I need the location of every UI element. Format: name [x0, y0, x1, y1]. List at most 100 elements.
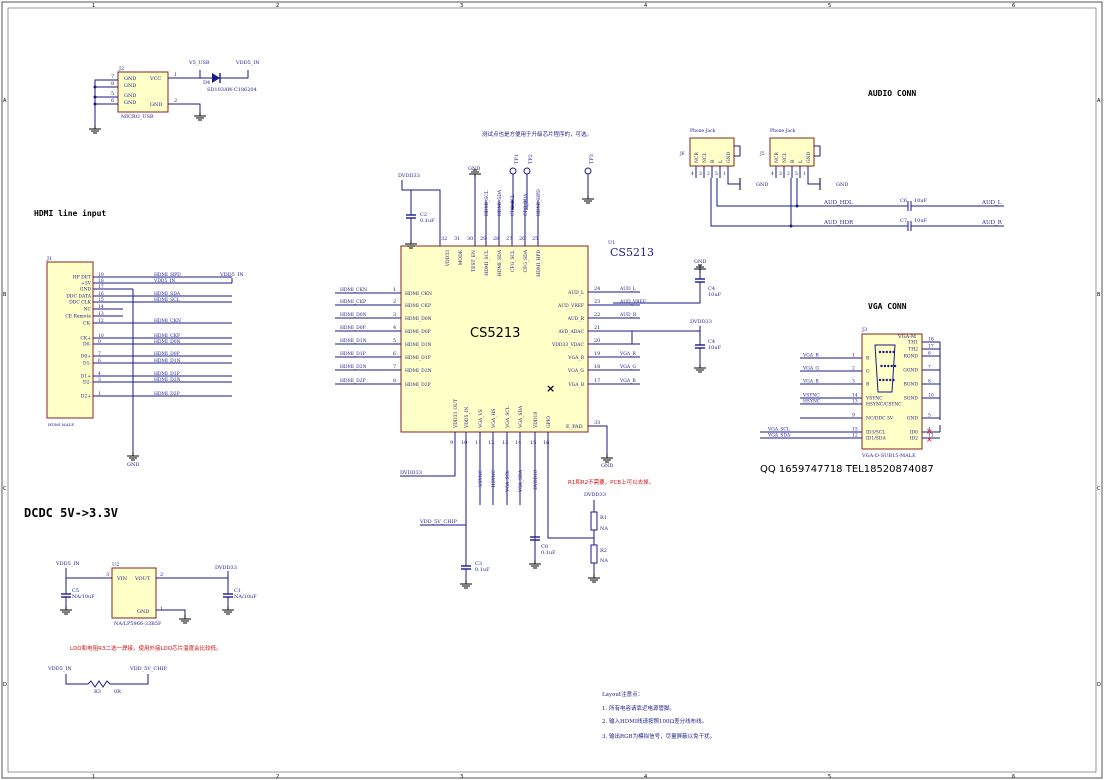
- net-vdd5-in-usb: VDD5_IN: [235, 60, 260, 66]
- u1-pin-name-12: VGA_HS: [491, 409, 497, 429]
- vga-pin-num-12: 12: [852, 433, 858, 439]
- r3-val: 0R: [114, 689, 121, 695]
- c6-ref: C6: [900, 198, 907, 204]
- vga-pin-dot: [889, 350, 892, 354]
- vga-pin-name-15: ID3/SCL: [866, 430, 885, 436]
- c1-ref: C1: [234, 588, 241, 594]
- hdmi-pin-num-15: 15: [98, 297, 104, 303]
- hdmi-pin-name-15: DDC CLK: [69, 300, 92, 306]
- hdmi-gnd-label: GND: [127, 462, 139, 468]
- jack-j6-plug-icon: [734, 145, 741, 157]
- vga-rpin-name-10: SGND: [904, 396, 919, 402]
- u1-pin-num-27: 27: [506, 236, 512, 242]
- u1-net-hdmi_d2n: HDMI_D2N: [340, 364, 367, 370]
- u2-pin-vin: VIN: [116, 576, 128, 582]
- u1-pin-num-23: 23: [594, 299, 600, 305]
- layout-note-1: 1. 所有电容请靠近电源管脚。: [602, 704, 675, 712]
- vga-pin-dot: [878, 350, 882, 354]
- hdmi-pin-num-17: 17: [98, 284, 104, 290]
- u1-center-label: CS5213: [470, 326, 520, 341]
- j5-gnd-net: GND: [836, 182, 848, 188]
- hdmi-vdd5-net: VDD5_IN: [219, 272, 244, 278]
- u1-pin-name-1: HDMI_CKN: [405, 291, 432, 297]
- hdmi-connector-body: [46, 261, 94, 419]
- frame-col-5: 5: [828, 3, 831, 9]
- frame-row-C: C: [3, 486, 7, 492]
- vga-rpin-num-7: 7: [928, 365, 931, 371]
- u1-pin-name-11: VGA_VS: [478, 409, 484, 429]
- vga-rpin-name-5: GND: [907, 416, 919, 422]
- u1-pin-num-9: 9: [450, 440, 453, 446]
- frame-row-right-C: C: [1097, 486, 1101, 492]
- vga-pin-name-14: VSYNC: [865, 396, 883, 402]
- r1-val: NA: [600, 526, 608, 532]
- vga-pin-name-13: HSYNC/CSYNC: [866, 402, 902, 408]
- hdmi-pin-name-1: D2+: [81, 394, 91, 400]
- diode-symbol: [212, 73, 220, 83]
- u1-pin-num-19: 19: [594, 351, 600, 357]
- frame-row-B: B: [3, 292, 7, 298]
- u1-bottom-net-vga_scl: VGA_SCL: [505, 470, 511, 493]
- vga-footer: VGA-D-SUB15-MALE: [861, 453, 916, 459]
- bottom-dvdd33-net: DVDD33: [400, 470, 422, 476]
- note-r1r2: R1和R2不需要，PCB上可以去掉。: [568, 478, 654, 486]
- vga-rpin-name-4: ID0: [910, 430, 918, 436]
- u1-pin-name-21: AVD_ADAC: [557, 329, 584, 335]
- u1-net-aud_r: AUD_R: [619, 312, 637, 318]
- top-gnd-net: GND: [468, 166, 480, 172]
- vga-pin-num-3: 3: [852, 379, 855, 385]
- jack-j6-num-4: 1: [723, 171, 726, 177]
- u1-pin-name-8: HDMI_D2P: [405, 382, 431, 388]
- c4-val: 10uF: [708, 292, 722, 298]
- frame-col-bottom-6: 6: [1012, 774, 1015, 780]
- hdmi-net-hdmi_d0n: HDMI_D0N: [154, 339, 181, 345]
- u1-pin-name-29: HDMI_SCL: [484, 250, 490, 276]
- hdmi-pin-num-9: 9: [98, 339, 101, 345]
- hdmi-pin-num-6: 6: [98, 358, 101, 364]
- u1-body: [400, 245, 589, 433]
- hdmi-net-hdmi_ckp: HDMI_CKP: [154, 333, 180, 339]
- u1-pin-name-6: HDMI_D1P: [405, 355, 431, 361]
- u1-bottom-net-hsync: HSYNC: [491, 469, 497, 487]
- diode-part: SD103AW-C186204: [207, 87, 257, 93]
- u1-pin-num-30: 30: [467, 236, 473, 242]
- jack-j5-num-1: 3: [779, 171, 782, 177]
- r3-vdd5-chip-net: VDD_5V_CHIP: [129, 666, 168, 672]
- vga-nc-mark: ×: [926, 427, 933, 436]
- usb-num-6: 6: [111, 98, 114, 104]
- usb-num-7: 7: [111, 74, 114, 80]
- frame-col-1: 1: [92, 3, 95, 9]
- hdmi-pin-name-10: CK+: [80, 336, 91, 342]
- heading-hdmi-input: HDMI line input: [34, 208, 106, 218]
- u2-pin-gnd: GND: [137, 609, 149, 615]
- u1-pin-name-17: VGA_B: [567, 382, 584, 388]
- u1-bottom-net-dvdd18: DVDD18: [533, 470, 539, 490]
- frame-row-right-A: A: [1097, 98, 1101, 104]
- jack-j5-num-0: 4: [771, 171, 774, 177]
- vga-rpin-name-17: TH2: [908, 347, 918, 353]
- top-dvdd33-net: DVDD33: [398, 173, 420, 179]
- layout-notes-title: Layout注意点：: [602, 690, 643, 698]
- vga-pin-dot: [892, 350, 895, 354]
- hdmi-pin-name-12: CK-: [83, 321, 91, 327]
- u1-part: CS5213: [610, 246, 654, 259]
- vga-rpin-num-8: 8: [928, 379, 931, 385]
- vga-net-vga_g: VGA_G: [802, 366, 819, 372]
- u1-pin-num-5: 5: [393, 338, 396, 344]
- jack-j6-num-3: 5: [715, 171, 718, 177]
- u1-pin-num-8: 8: [393, 378, 396, 384]
- vga-db15-icon: [874, 344, 897, 393]
- u1-epad-num: 33: [594, 420, 600, 426]
- hdmi-pin-num-7: 7: [98, 351, 101, 357]
- r3-ref: R3: [94, 689, 101, 695]
- usb-pin-vcc: VCC: [149, 76, 161, 82]
- hdmi-net-hdmi_d1n: HDMI_D1N: [154, 358, 181, 364]
- u1-bottom-net-vsync: VSYNC: [478, 469, 484, 487]
- jack-j5-pin-0: NCR: [774, 152, 780, 163]
- diode-ref: D4: [203, 80, 210, 86]
- vga-pin-dot: [890, 364, 893, 368]
- vga-pin-dot: [892, 378, 895, 382]
- c4-ref: C4: [708, 286, 715, 292]
- u1-net-hdmi_ckp: HDMI_CKP: [340, 299, 366, 305]
- contact-info: QQ 1659747718 TEL18520874087: [760, 464, 934, 475]
